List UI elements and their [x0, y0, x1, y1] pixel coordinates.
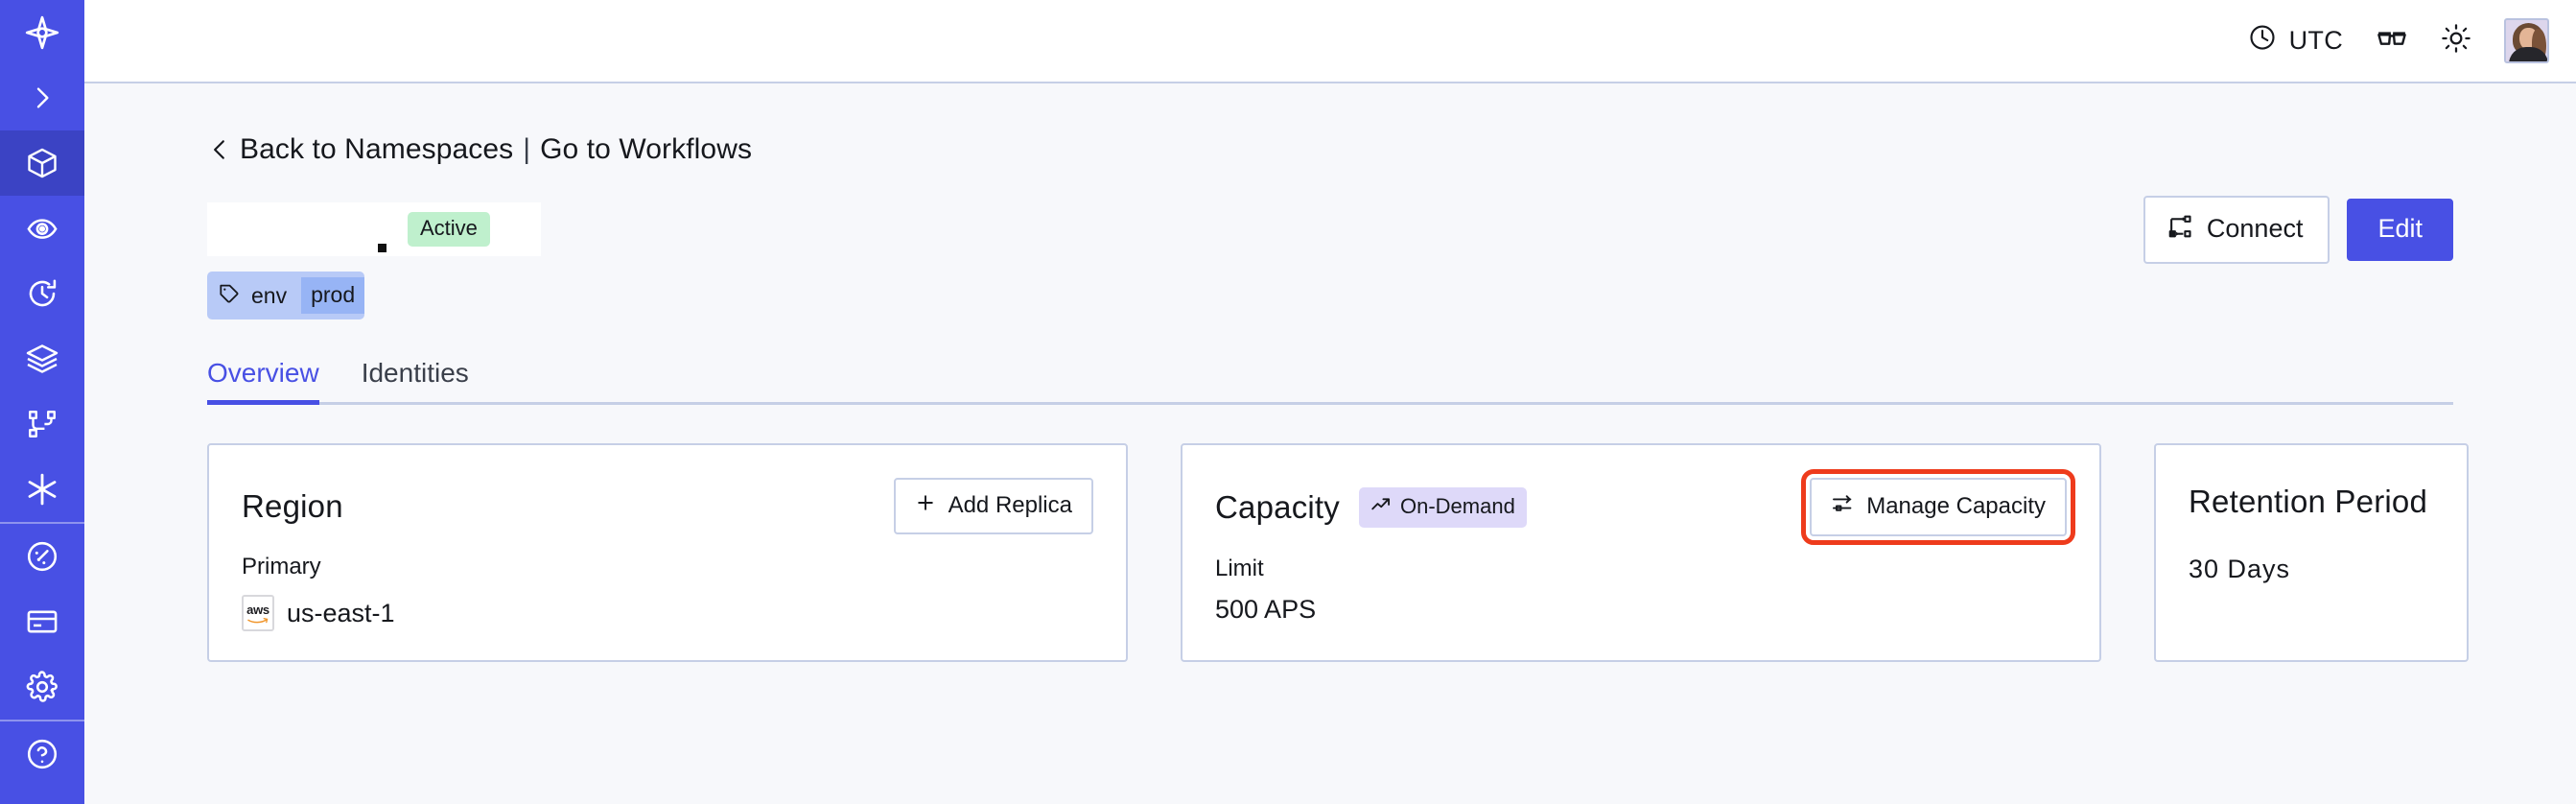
sidebar-item-nexus[interactable]	[0, 457, 84, 522]
breadcrumb-back-link[interactable]: Back to Namespaces	[240, 133, 514, 165]
manage-capacity-label: Manage Capacity	[1866, 492, 2046, 519]
theme-toggle-button[interactable]	[2441, 23, 2471, 59]
timezone-selector[interactable]: UTC	[2248, 23, 2343, 59]
timezone-label: UTC	[2288, 26, 2343, 55]
namespace-actions: Connect Edit	[2143, 195, 2453, 264]
temporal-logo-icon	[23, 13, 61, 52]
edit-button-label: Edit	[2377, 213, 2423, 243]
capacity-card-title: Capacity	[1215, 489, 1340, 525]
manage-capacity-button[interactable]: Manage Capacity	[1801, 469, 2075, 545]
node-graph-icon	[26, 408, 59, 440]
sidebar-divider-2	[0, 720, 84, 721]
avatar-body	[2509, 47, 2547, 61]
retention-value: 30 Days	[2189, 555, 2291, 583]
breadcrumb-workflows-link[interactable]: Go to Workflows	[540, 133, 753, 165]
sidebar-item-logo[interactable]	[0, 0, 84, 65]
capacity-card-header: Capacity On-Demand	[1215, 469, 2075, 545]
retention-card-title: Retention Period	[2189, 483, 2428, 519]
tag-value: prod	[301, 277, 365, 314]
credit-card-icon	[25, 604, 59, 639]
edit-button[interactable]: Edit	[2347, 198, 2453, 261]
asterisk-icon	[24, 471, 60, 508]
tab-identities[interactable]: Identities	[361, 358, 469, 388]
retention-card: Retention Period 30 Days	[2154, 443, 2469, 662]
on-demand-badge: On-Demand	[1359, 486, 1527, 528]
aws-icon: aws	[242, 595, 274, 631]
sidebar-item-help[interactable]	[0, 721, 84, 787]
sidebar-item-usage[interactable]	[0, 524, 84, 589]
help-circle-icon	[25, 737, 59, 771]
sidebar-item-billing[interactable]	[0, 589, 84, 654]
cube-icon	[25, 146, 59, 180]
chevron-right-icon	[27, 83, 58, 113]
title-caret-mark	[378, 243, 386, 252]
namespace-header: Active	[207, 195, 2453, 264]
sidebar-item-namespaces[interactable]	[0, 130, 84, 196]
reading-mode-button[interactable]	[2376, 22, 2408, 59]
avatar[interactable]	[2504, 18, 2549, 63]
page-content: Back to Namespaces | Go to Workflows Act…	[84, 83, 2576, 804]
region-card-title: Region	[242, 488, 343, 524]
region-sublabel: Primary	[242, 554, 321, 579]
tab-bar: Overview Identities	[207, 360, 2453, 405]
overview-cards: Region Add Replica Primary	[207, 443, 2469, 662]
connect-button-label: Connect	[2206, 213, 2304, 243]
sun-icon	[2441, 23, 2471, 59]
capacity-card: Capacity On-Demand	[1181, 443, 2101, 662]
glasses-icon	[2376, 22, 2408, 59]
capacity-value: 500 APS	[1215, 595, 1317, 624]
region-card: Region Add Replica Primary	[207, 443, 1128, 662]
sidebar-item-workflows[interactable]	[0, 391, 84, 457]
connect-nodes-icon	[2166, 213, 2193, 245]
tag-icon	[218, 282, 241, 309]
add-replica-label: Add Replica	[948, 491, 1072, 518]
sidebar-item-observability[interactable]	[0, 196, 84, 261]
gauge-icon	[25, 539, 59, 574]
sidebar-item-schedules[interactable]	[0, 261, 84, 326]
clock-rotate-icon	[25, 276, 59, 311]
region-value-row: aws us-east-1	[242, 595, 1093, 631]
connect-button[interactable]: Connect	[2143, 195, 2330, 264]
gear-icon	[25, 670, 59, 704]
layers-icon	[25, 342, 59, 376]
plus-icon	[915, 492, 936, 518]
namespace-tags: env prod	[207, 272, 2453, 319]
add-replica-button[interactable]: Add Replica	[893, 478, 1093, 534]
region-value: us-east-1	[287, 598, 395, 627]
retention-card-header: Retention Period	[2189, 478, 2434, 524]
sidebar-divider-1	[0, 522, 84, 524]
eye-spiral-icon	[25, 211, 59, 246]
sidebar-item-expand[interactable]	[0, 65, 84, 130]
trend-up-icon	[1370, 494, 1392, 519]
main-region: UTC	[84, 0, 2576, 804]
topbar-actions: UTC	[2248, 18, 2549, 63]
tag-key: env	[251, 282, 288, 308]
breadcrumb-separator: |	[523, 133, 531, 165]
primary-sidebar	[0, 0, 84, 804]
breadcrumb: Back to Namespaces | Go to Workflows	[207, 133, 2453, 166]
sidebar-item-batch-operations[interactable]	[0, 326, 84, 391]
clock-icon	[2248, 23, 2277, 59]
tag-chip[interactable]: env prod	[207, 272, 365, 319]
topbar: UTC	[84, 0, 2576, 83]
status-badge: Active	[408, 212, 490, 247]
region-card-header: Region Add Replica	[242, 478, 1093, 534]
capacity-sublabel: Limit	[1215, 556, 1264, 581]
sliders-icon	[1831, 492, 1854, 520]
chevron-left-icon[interactable]	[207, 134, 240, 165]
tab-overview[interactable]: Overview	[207, 360, 319, 405]
page-title	[207, 202, 541, 256]
on-demand-label: On-Demand	[1400, 493, 1515, 518]
sidebar-item-settings[interactable]	[0, 654, 84, 720]
